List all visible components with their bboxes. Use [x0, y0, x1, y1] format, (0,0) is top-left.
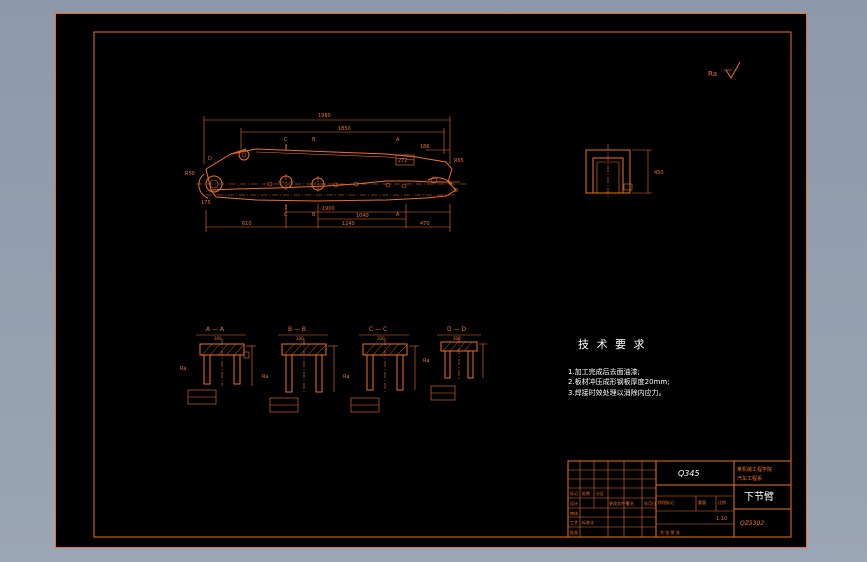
svg-text:批准: 批准	[570, 529, 578, 535]
svg-text:Ra: Ra	[708, 70, 717, 78]
svg-text:B: B	[312, 212, 316, 218]
svg-text:272: 272	[398, 158, 408, 164]
section-views: A — A 300 Ra B — B 300 Ra	[180, 326, 487, 413]
svg-text:C: C	[284, 137, 288, 143]
technical-requirements: 技 术 要 求 1.加工完成后去面油漆; 2.板材冲压成形钢板厚度20mm; 3…	[568, 338, 670, 397]
department: 汽车工程系	[737, 475, 762, 482]
svg-text:共 张 第 张: 共 张 第 张	[660, 529, 680, 535]
svg-text:工艺: 工艺	[570, 520, 578, 525]
svg-text:300: 300	[296, 336, 304, 341]
tech-item-3: 3.焊接时效处理以消除内应力。	[568, 388, 666, 397]
svg-text:设计: 设计	[570, 500, 578, 506]
svg-text:186: 186	[420, 144, 430, 150]
svg-text:处数: 处数	[582, 490, 590, 496]
svg-text:A: A	[396, 212, 400, 218]
svg-text:分区: 分区	[596, 490, 604, 496]
svg-text:R65: R65	[454, 158, 464, 164]
drawing-sheet: Ra 1980 1850	[55, 13, 807, 548]
svg-text:300: 300	[377, 336, 385, 341]
svg-text:年月日: 年月日	[644, 500, 656, 506]
svg-text:B: B	[312, 137, 316, 143]
svg-text:R50: R50	[185, 171, 195, 177]
svg-text:1240: 1240	[342, 221, 355, 227]
title-block: 标记 处数 分区 更改文件号 签名 年月日 设计 审核 工艺 标准化 批准 Q3…	[567, 460, 792, 538]
svg-text:1:10: 1:10	[716, 516, 727, 522]
svg-text:Ra: Ra	[262, 374, 268, 380]
svg-text:Ra: Ra	[423, 358, 429, 364]
svg-text:D: D	[454, 188, 458, 194]
svg-text:A — A: A — A	[206, 326, 225, 333]
material: Q345	[678, 469, 700, 478]
svg-text:610: 610	[242, 221, 252, 227]
svg-text:450: 450	[654, 170, 664, 176]
svg-text:A: A	[396, 137, 400, 143]
svg-text:Ra: Ra	[180, 366, 186, 372]
svg-text:1980: 1980	[318, 113, 331, 119]
tech-item-1: 1.加工完成后去面油漆;	[568, 367, 640, 376]
svg-text:175: 175	[201, 200, 211, 206]
part-name: 下节臂	[744, 490, 774, 503]
svg-text:签名: 签名	[626, 500, 634, 506]
svg-text:阶段标记: 阶段标记	[658, 499, 674, 505]
section-d: D — D 300 Ra	[423, 326, 487, 401]
svg-text:300: 300	[453, 336, 461, 341]
svg-text:1900: 1900	[322, 206, 335, 212]
section-c: C — C 300 Ra	[343, 326, 419, 413]
svg-text:比例: 比例	[718, 499, 726, 505]
svg-text:C — C: C — C	[369, 326, 387, 333]
svg-text:更改文件号: 更改文件号	[609, 500, 629, 506]
svg-text:300: 300	[214, 336, 222, 341]
tech-title: 技 术 要 求	[578, 338, 647, 351]
svg-text:标准化: 标准化	[582, 519, 594, 525]
cad-drawing: Ra 1980 1850	[93, 31, 792, 538]
school: 某机械工程学院	[737, 466, 772, 473]
svg-text:D — D: D — D	[447, 326, 466, 333]
section-a: A — A 300 Ra	[180, 326, 256, 405]
svg-text:1850: 1850	[338, 126, 351, 132]
svg-text:Ra: Ra	[343, 374, 349, 380]
roughness-symbol: Ra	[708, 61, 741, 79]
svg-text:标记: 标记	[570, 490, 578, 496]
svg-text:D: D	[208, 156, 212, 162]
tech-item-2: 2.板材冲压成形钢板厚度20mm;	[568, 377, 670, 386]
inner-border	[93, 31, 792, 538]
svg-text:重量: 重量	[698, 499, 706, 505]
main-view: 1980 1850	[185, 113, 466, 232]
side-view: 450	[585, 144, 664, 198]
section-b: B — B 300 Ra	[262, 326, 338, 413]
svg-text:B — B: B — B	[288, 326, 306, 333]
svg-text:470: 470	[420, 221, 430, 227]
svg-text:审核: 审核	[570, 510, 578, 516]
drawing-number: QZ5302	[740, 520, 764, 527]
svg-text:1040: 1040	[356, 213, 369, 219]
